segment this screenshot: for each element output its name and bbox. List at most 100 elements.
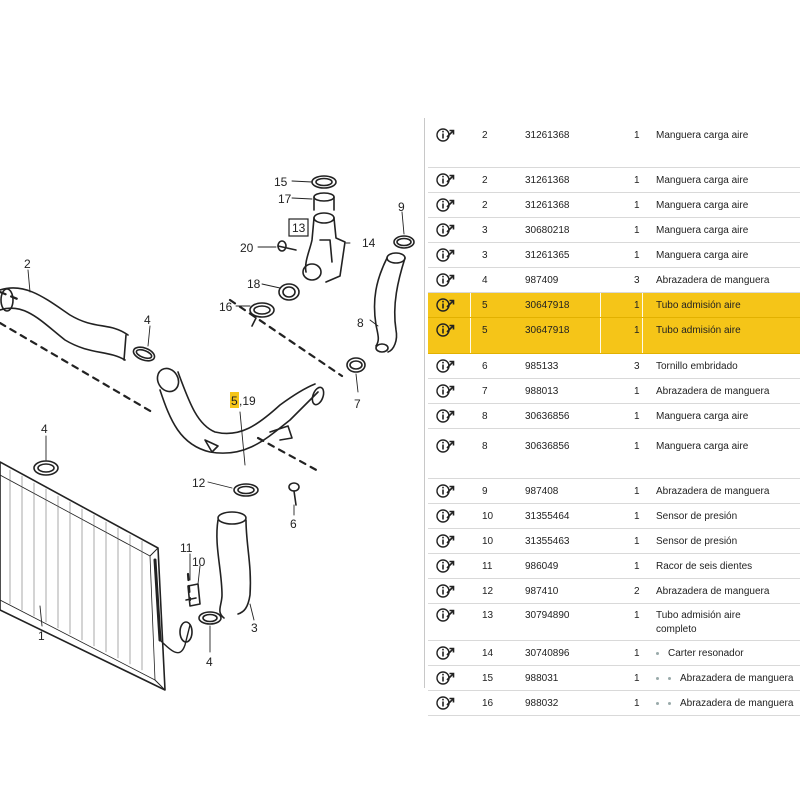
info-arrow-icon[interactable] — [436, 172, 458, 188]
part-number-cell: 31355464 — [525, 511, 570, 522]
quantity-cell: 1 — [634, 325, 640, 336]
info-arrow-icon[interactable] — [436, 358, 458, 374]
info-arrow-icon[interactable] — [436, 508, 458, 524]
callout-7: 7 — [354, 397, 361, 411]
info-arrow-icon[interactable] — [436, 322, 458, 338]
info-arrow-icon[interactable] — [436, 533, 458, 549]
part-number-cell: 30636856 — [525, 441, 570, 452]
position-cell: 3 — [482, 250, 488, 261]
part-number-cell: 30680218 — [525, 225, 570, 236]
quantity-cell: 1 — [634, 175, 640, 186]
part-number-cell: 986049 — [525, 561, 559, 572]
position-cell: 10 — [482, 511, 494, 522]
callout-17: 17 — [278, 192, 292, 206]
part-number-cell: 987408 — [525, 486, 559, 497]
highlight-column-separator — [600, 293, 601, 317]
quantity-cell: 1 — [634, 386, 640, 397]
callout-14: 14 — [362, 236, 376, 250]
callout-11: 11 — [180, 541, 193, 555]
highlight-column-separator — [642, 318, 643, 353]
description-cell: Abrazadera de manguera — [680, 673, 794, 684]
part-number-cell: 988032 — [525, 698, 559, 709]
info-arrow-icon[interactable] — [436, 558, 458, 574]
quantity-cell: 1 — [634, 561, 640, 572]
callout-13-box — [288, 218, 309, 237]
callout-5: 5 — [231, 394, 238, 408]
position-cell: 8 — [482, 441, 488, 452]
resonator-assembly — [302, 175, 346, 283]
dash-lines — [0, 290, 344, 602]
info-arrow-icon[interactable] — [436, 583, 458, 599]
callout-19: ,19 — [239, 394, 256, 408]
description-cell: Manguera carga aire — [656, 175, 749, 186]
intercooler-core — [0, 461, 193, 691]
hose-3 — [216, 511, 252, 619]
part-number-cell: 31261368 — [525, 200, 570, 211]
info-arrow-icon[interactable] — [436, 645, 458, 661]
info-arrow-icon[interactable] — [436, 197, 458, 213]
bolt-20 — [277, 240, 297, 252]
clamp-18 — [278, 283, 300, 301]
info-arrow-icon[interactable] — [436, 483, 458, 499]
callout-12: 12 — [192, 476, 206, 490]
quantity-cell: 1 — [634, 648, 640, 659]
description-cell: Manguera carga aire — [656, 200, 749, 211]
quantity-cell: 1 — [634, 536, 640, 547]
quantity-cell: 1 — [634, 511, 640, 522]
info-arrow-icon[interactable] — [436, 222, 458, 238]
info-arrow-icon[interactable] — [436, 247, 458, 263]
info-arrow-icon[interactable] — [436, 297, 458, 313]
quantity-cell: 2 — [634, 586, 640, 597]
position-cell: 3 — [482, 225, 488, 236]
info-arrow-icon[interactable] — [436, 408, 458, 424]
quantity-cell: 1 — [634, 673, 640, 684]
callout-15: 15 — [274, 175, 288, 189]
callout-2: 2 — [24, 257, 31, 271]
description-cell: Tubo admisión aire — [656, 610, 741, 621]
info-arrow-icon[interactable] — [436, 383, 458, 399]
callout-8: 8 — [357, 316, 364, 330]
exploded-parts-diagram: 15 17 13 20 14 9 18 16 2 8 4 7 5 ,19 4 1… — [0, 175, 415, 691]
callout-4-upper: 4 — [144, 313, 151, 327]
indent-dots — [656, 698, 680, 709]
info-arrow-icon[interactable] — [436, 438, 458, 454]
highlight-column-separator — [470, 293, 471, 317]
part-number-cell: 30794890 — [525, 610, 570, 621]
info-arrow-icon[interactable] — [436, 670, 458, 686]
diagram-drawing: 15 17 13 20 14 9 18 16 2 8 4 7 5 ,19 4 1… — [0, 175, 415, 691]
info-arrow-icon[interactable] — [436, 695, 458, 711]
part-number-cell: 31261368 — [525, 130, 570, 141]
info-arrow-icon[interactable] — [436, 127, 458, 143]
info-arrow-icon[interactable] — [436, 607, 458, 623]
part-number-cell: 987409 — [525, 275, 559, 286]
description-with-indent: Abrazadera de manguera — [656, 698, 793, 709]
part-number-cell: 31261368 — [525, 175, 570, 186]
description-subline: completo — [656, 624, 697, 635]
info-arrow-icon[interactable] — [436, 272, 458, 288]
indent-dots — [656, 648, 668, 659]
callout-4-left: 4 — [41, 422, 48, 436]
description-cell: Tornillo embridado — [656, 361, 738, 372]
